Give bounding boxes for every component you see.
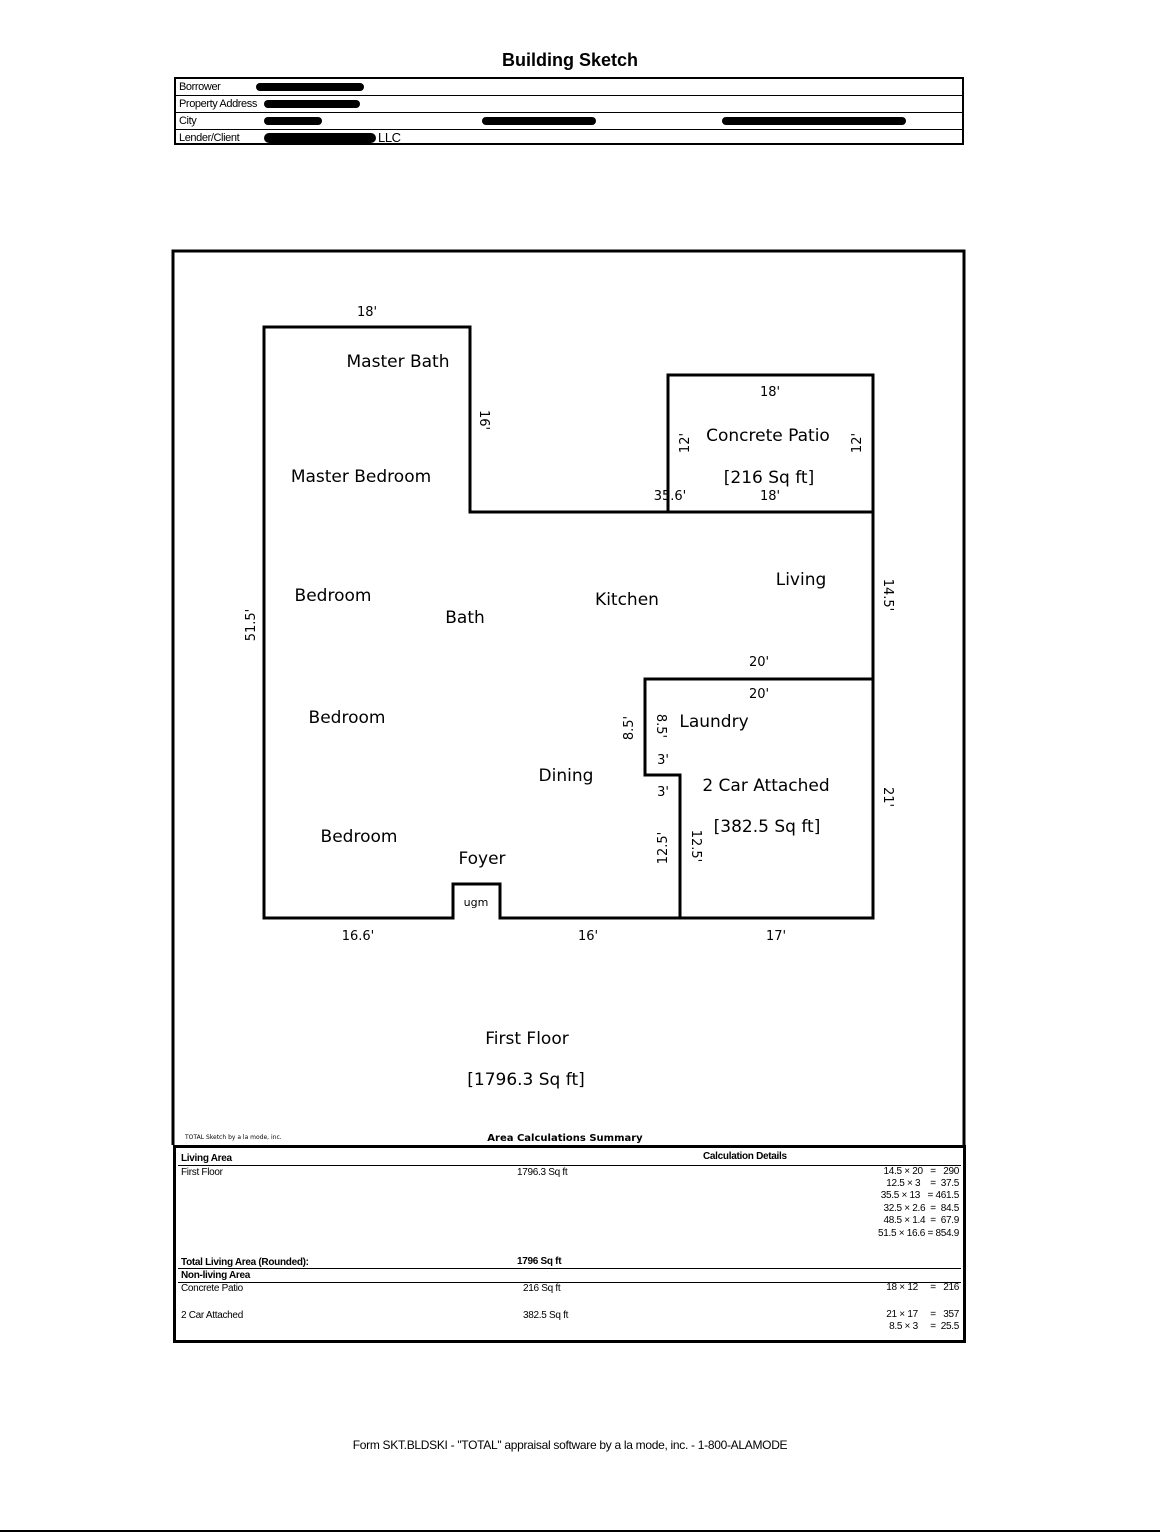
- dim-laundry-in: 8.5': [653, 714, 668, 738]
- garage-area: 382.5 Sq ft: [523, 1310, 569, 1321]
- garage-area: [382.5 Sq ft]: [714, 817, 821, 837]
- calc-line: 51.5 × 16.6 = 854.9: [877, 1228, 959, 1239]
- dim-top: 18': [357, 305, 377, 320]
- redaction: [256, 83, 364, 91]
- lender-label: Lender/Client: [179, 132, 240, 144]
- dim-living-bottom: 20': [749, 655, 769, 670]
- dim-left: 51.5': [244, 609, 259, 642]
- calc-details-header: Calculation Details: [703, 1151, 787, 1162]
- dim-mb-right: 16': [476, 410, 491, 430]
- room-foyer: Foyer: [458, 849, 505, 869]
- calc-line: 18 × 12 = 216: [886, 1282, 959, 1293]
- room-patio: Concrete Patio: [706, 426, 830, 446]
- non-living-header: Non-living Area: [181, 1270, 251, 1281]
- dim-step-bottom: 3': [657, 785, 669, 800]
- sketch-frame: [171, 249, 966, 1145]
- floor-plan-sketch: Master Bath Master Bedroom Bedroom Bath …: [171, 249, 966, 1145]
- summary-title: Area Calculations Summary: [487, 1133, 643, 1144]
- calc-line: 12.5 × 3 = 37.5: [886, 1178, 959, 1189]
- lender-row: Lender/Client LLC: [176, 130, 962, 146]
- dim-garage-top: 20': [749, 687, 769, 702]
- dim-bottom-left: 16.6': [342, 929, 375, 944]
- room-bath: Bath: [445, 608, 485, 628]
- stair-mark: ugm: [464, 896, 489, 909]
- dim-garage-right: 21': [880, 787, 895, 807]
- borrower-label: Borrower: [179, 81, 221, 93]
- floor-area: [1796.3 Sq ft]: [467, 1070, 585, 1090]
- page-edge: [0, 1530, 1160, 1532]
- room-living: Living: [776, 570, 827, 590]
- redaction: [482, 117, 596, 125]
- redaction: [264, 133, 376, 143]
- form-footer: Form SKT.BLDSKI - "TOTAL" appraisal soft…: [352, 1438, 788, 1452]
- dim-living-right: 14.5': [880, 579, 895, 612]
- room-dining: Dining: [539, 766, 594, 786]
- dim-patio-left: 12': [678, 433, 693, 453]
- room-bedroom: Bedroom: [295, 586, 372, 606]
- living-area-header: Living Area: [181, 1153, 232, 1164]
- dim-laundry-out: 8.5': [622, 716, 637, 740]
- calc-line: 14.5 × 20 = 290: [883, 1166, 960, 1177]
- total-living-value: 1796 Sq ft: [517, 1256, 562, 1267]
- dim-patio-right: 12': [850, 433, 865, 453]
- patio-area: 216 Sq ft: [523, 1283, 561, 1294]
- floor-label: First Floor: [485, 1029, 568, 1049]
- patio-label: Concrete Patio: [181, 1283, 243, 1294]
- page-title: Building Sketch: [501, 50, 638, 70]
- lender-value: LLC: [378, 130, 401, 145]
- software-credit: TOTAL Sketch by a la mode, inc.: [184, 1134, 282, 1141]
- calc-line: 35.5 × 13 = 461.5: [880, 1190, 960, 1201]
- room-master-bath: Master Bath: [347, 352, 450, 372]
- subject-info-table: Borrower Property Address City Lender/Cl…: [174, 77, 964, 145]
- dim-bottom-right: 17': [766, 929, 786, 944]
- calc-line: 8.5 × 3 = 25.5: [889, 1321, 959, 1332]
- city-label: City: [179, 115, 197, 127]
- area-calculations-table: Living Area Calculation Details First Fl…: [173, 1145, 966, 1343]
- dim-bottom-mid: 16': [578, 929, 598, 944]
- room-kitchen: Kitchen: [595, 590, 659, 610]
- first-floor-area: 1796.3 Sq ft: [517, 1167, 568, 1178]
- garage-label: 2 Car Attached: [181, 1310, 243, 1321]
- house-outline: [262, 325, 875, 920]
- borrower-row: Borrower: [176, 79, 962, 96]
- redaction: [264, 100, 360, 108]
- dim-notch: 35.6': [654, 489, 687, 504]
- total-living-label: Total Living Area (Rounded):: [181, 1257, 309, 1268]
- room-master-bedroom: Master Bedroom: [291, 467, 431, 487]
- property-address-label: Property Address: [179, 98, 257, 110]
- dim-garage-left: 12.5': [688, 830, 703, 863]
- room-bedroom: Bedroom: [321, 827, 398, 847]
- dim-dining-right: 12.5': [656, 832, 671, 865]
- redaction: [264, 117, 322, 125]
- room-bedroom: Bedroom: [309, 708, 386, 728]
- first-floor-label: First Floor: [181, 1167, 223, 1178]
- calc-line: 48.5 × 1.4 = 67.9: [883, 1215, 960, 1226]
- calc-line: 21 × 17 = 357: [886, 1309, 959, 1320]
- city-row: City: [176, 113, 962, 130]
- garage-outline: [643, 677, 873, 918]
- calc-line: 32.5 × 2.6 = 84.5: [883, 1203, 960, 1214]
- room-garage: 2 Car Attached: [702, 776, 829, 796]
- dim-step-top: 3': [657, 753, 669, 768]
- redaction: [722, 117, 906, 125]
- patio-area: [216 Sq ft]: [724, 468, 814, 488]
- dim-patio-top: 18': [760, 385, 780, 400]
- dim-patio-bottom: 18': [760, 489, 780, 504]
- room-laundry: Laundry: [679, 712, 748, 732]
- patio-outline: [666, 373, 875, 514]
- property-address-row: Property Address: [176, 96, 962, 113]
